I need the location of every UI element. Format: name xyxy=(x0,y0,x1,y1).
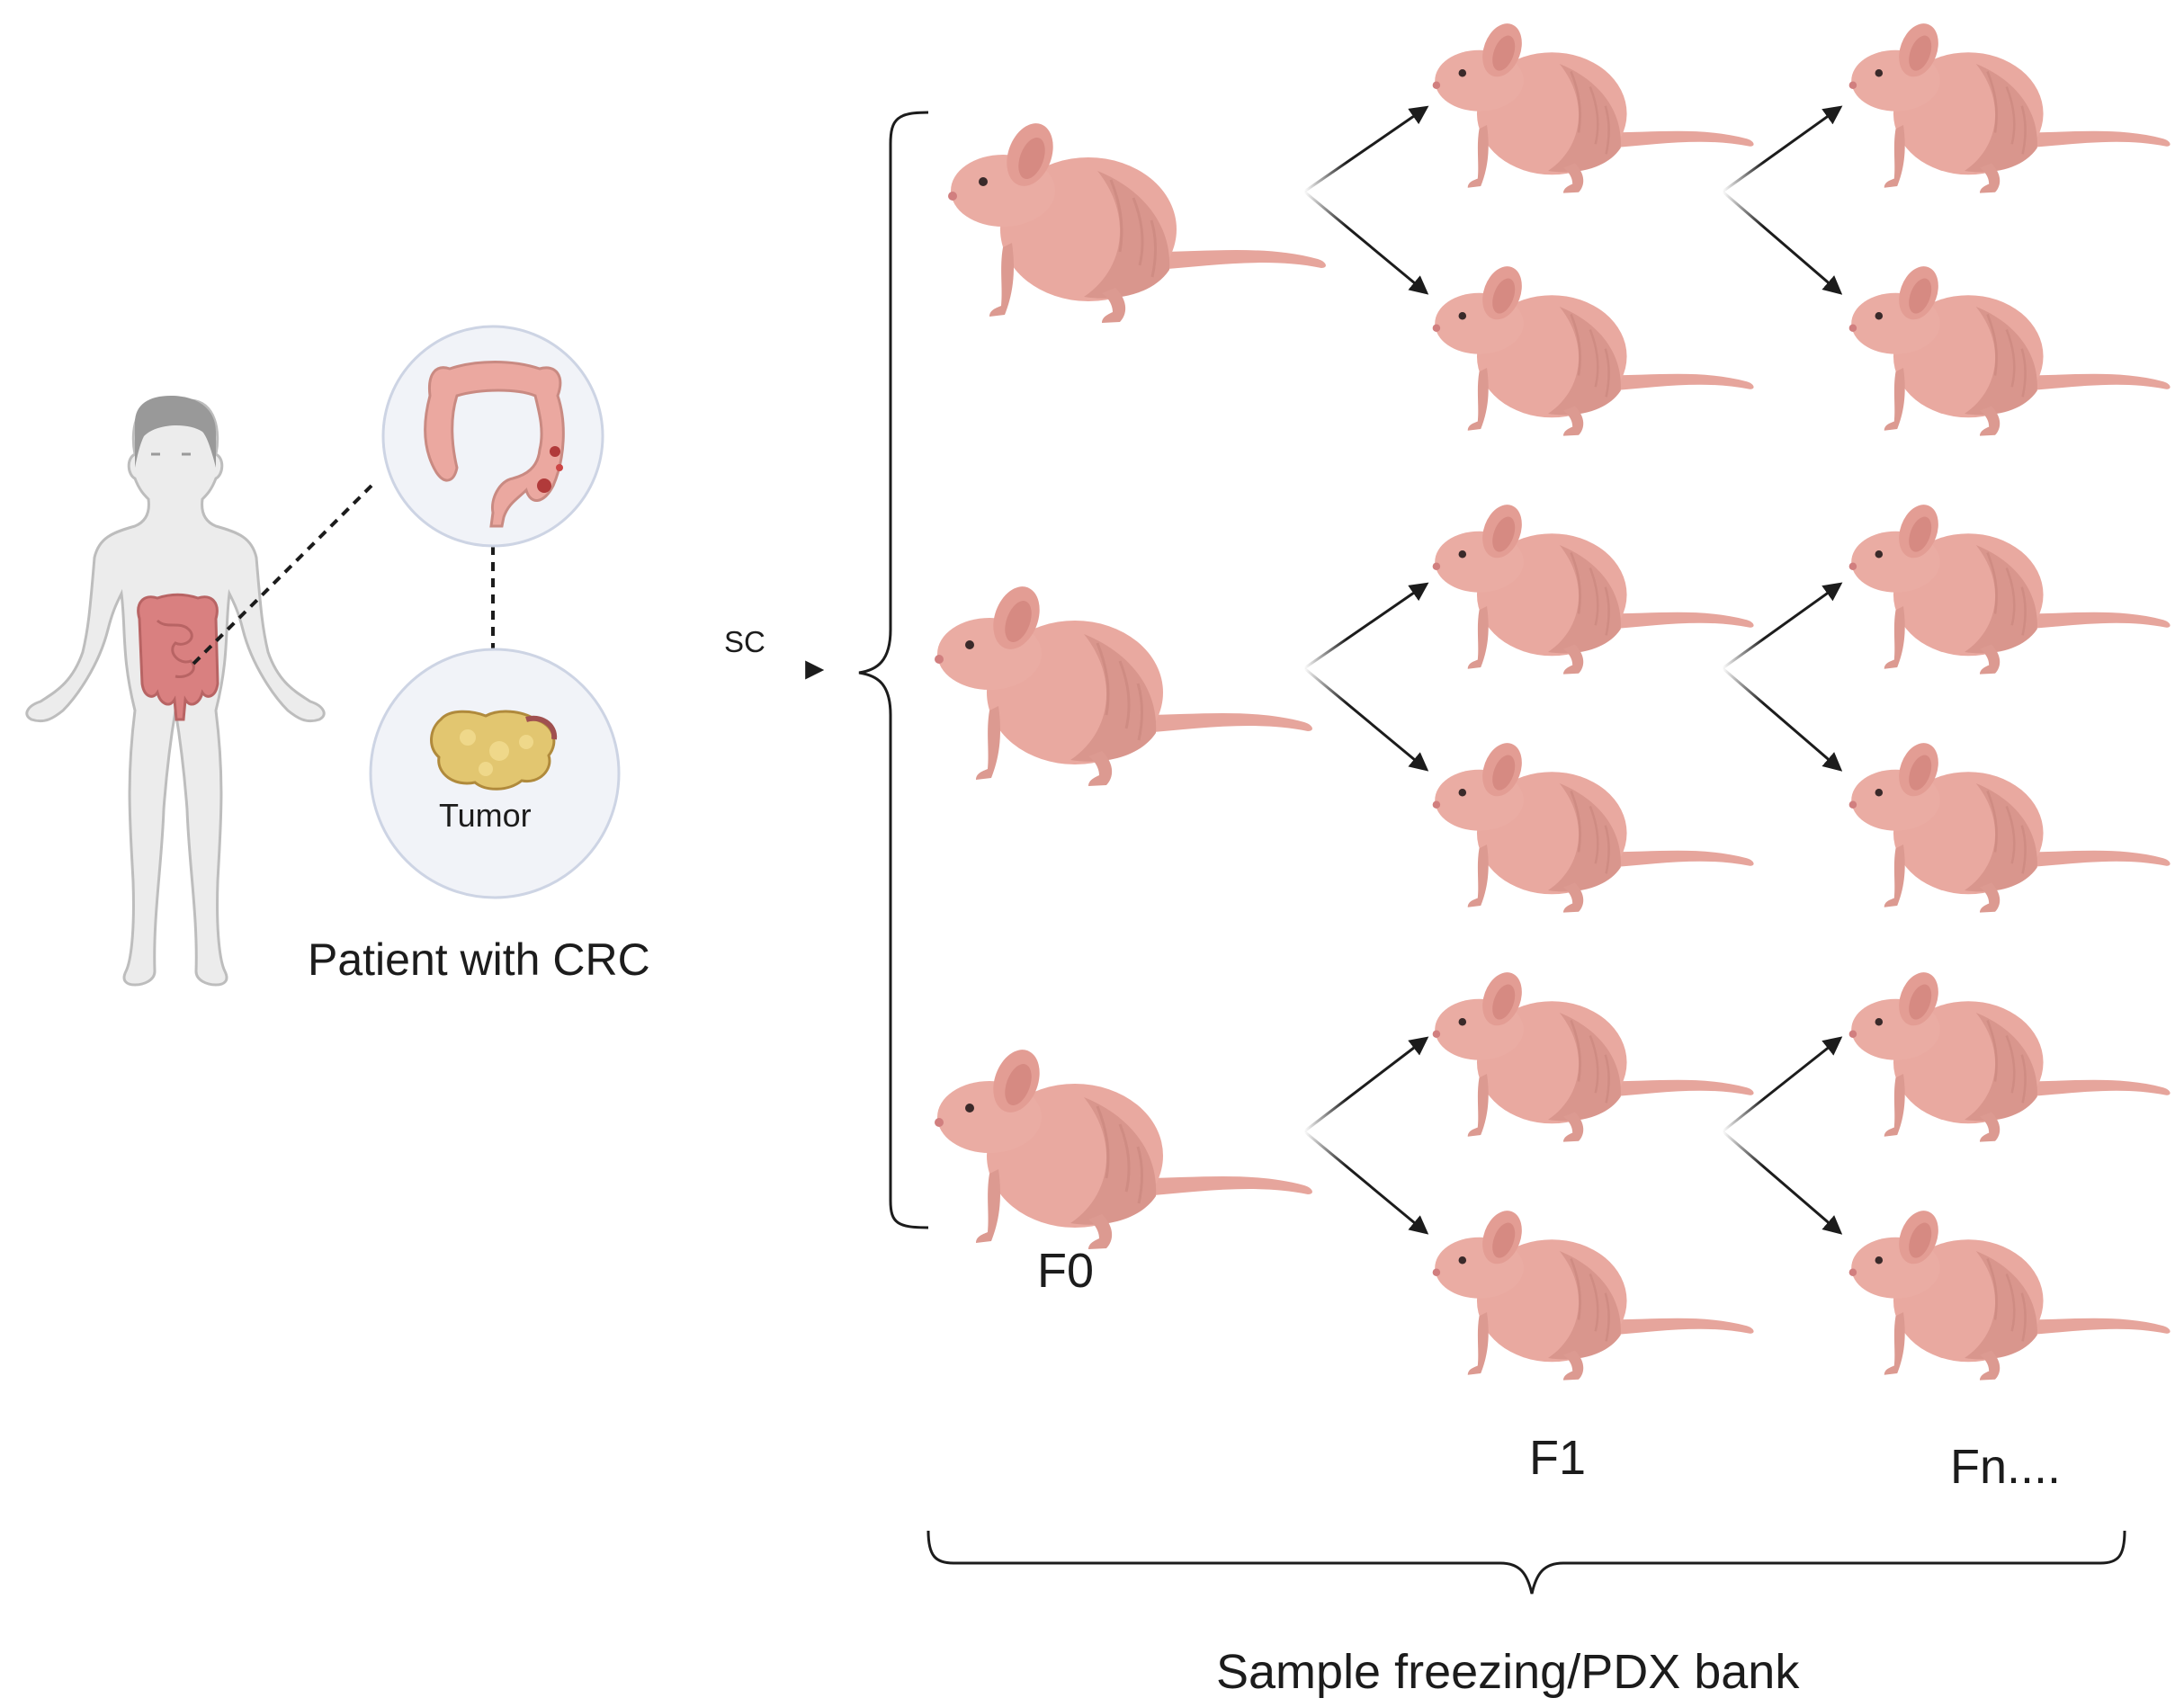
generation-f1-label: F1 xyxy=(1529,1431,1587,1485)
mouse-icon-fn-3-lower xyxy=(1848,1203,2171,1381)
branch-arrow-icon-f1-1-up xyxy=(1303,105,1429,193)
mouse-icon-f1-3-upper xyxy=(1431,965,1755,1143)
f0-brace xyxy=(858,111,929,1229)
branch-arrow-icon-f1-2-up xyxy=(1303,582,1429,670)
branch-arrow-icon-fn-1-up xyxy=(1722,105,1843,193)
mouse-icon-f1-2-upper xyxy=(1431,497,1755,675)
mouse-icon-f1-1-lower xyxy=(1431,259,1755,437)
mouse-icon-fn-1-lower xyxy=(1848,259,2171,437)
generation-f0-label: F0 xyxy=(1037,1244,1095,1298)
mouse-icon-f0-3 xyxy=(933,1041,1314,1251)
mouse-icon-f1-2-lower xyxy=(1431,736,1755,914)
tumor-label: Tumor xyxy=(439,797,532,834)
mouse-group xyxy=(933,16,2171,1381)
branch-arrow-icon-fn-3-down xyxy=(1722,1130,1843,1235)
mouse-icon-f1-1-upper xyxy=(1431,16,1755,194)
branch-arrow-group xyxy=(1303,105,1843,1235)
branch-arrow-icon-f1-1-down xyxy=(1303,190,1429,295)
mouse-icon-f1-3-lower xyxy=(1431,1203,1755,1381)
bank-brace xyxy=(926,1530,2126,1595)
mouse-icon-fn-1-upper xyxy=(1848,16,2171,194)
branch-arrow-icon-f1-3-up xyxy=(1303,1036,1429,1133)
patient-to-colon-connector xyxy=(192,479,378,666)
branch-arrow-icon-fn-2-up xyxy=(1722,582,1843,670)
mouse-icon-fn-2-upper xyxy=(1848,497,2171,675)
branch-arrow-icon-f1-2-down xyxy=(1303,666,1429,772)
mouse-icon-f0-2 xyxy=(933,578,1314,788)
patient-label: Patient with CRC xyxy=(308,934,650,985)
pdx-bank-label: Sample freezing/PDX bank xyxy=(1216,1645,1800,1699)
tumor-icon xyxy=(369,648,621,899)
mouse-icon-f0-1 xyxy=(946,115,1328,325)
mouse-icon-fn-3-upper xyxy=(1848,965,2171,1143)
branch-arrow-icon-fn-1-down xyxy=(1722,190,1843,295)
colon-icon xyxy=(381,325,604,548)
intestine-icon xyxy=(137,593,219,721)
branch-arrow-icon-fn-3-up xyxy=(1722,1036,1843,1133)
branch-arrow-icon-fn-2-down xyxy=(1722,666,1843,772)
sc-route-label: SC xyxy=(724,625,765,658)
generation-fn-label: Fn.... xyxy=(1950,1440,2062,1494)
branch-arrow-icon-f1-3-down xyxy=(1303,1130,1429,1235)
mouse-icon-fn-2-lower xyxy=(1848,736,2171,914)
